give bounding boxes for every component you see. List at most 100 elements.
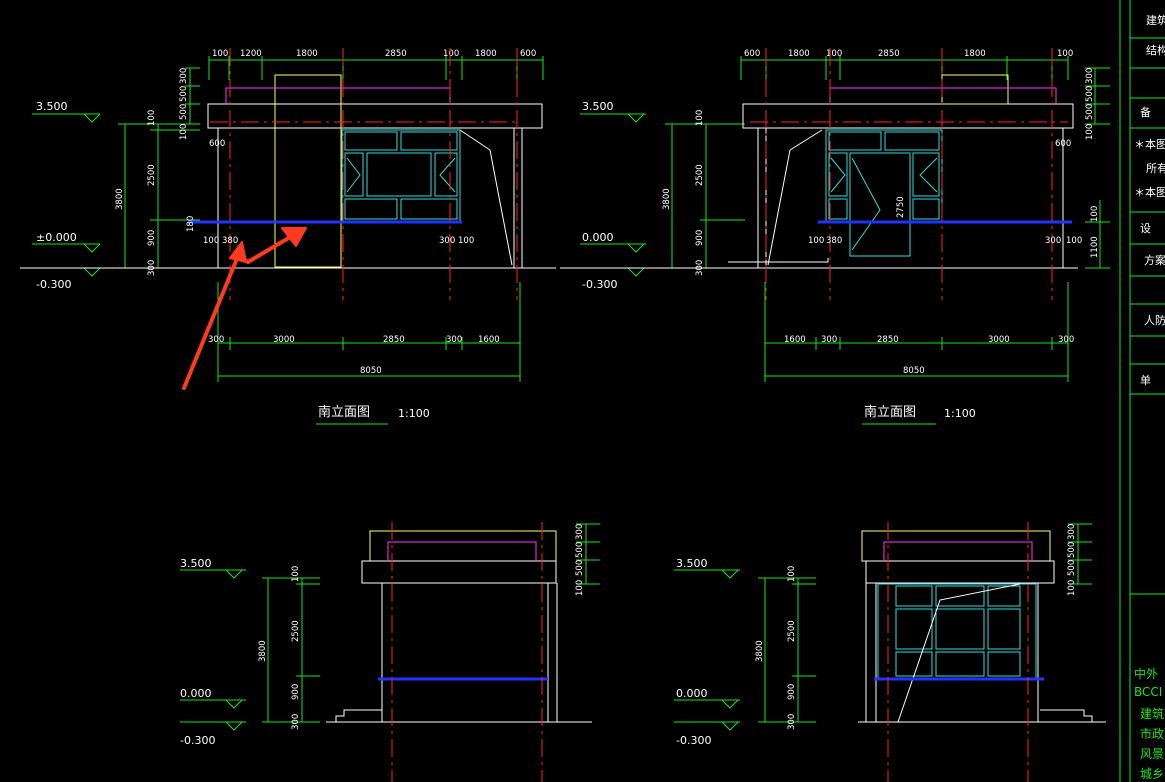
company-line: 建筑 bbox=[1140, 706, 1164, 721]
elevation-2: 600 1800 100 2850 1800 100 1600 300 2850… bbox=[560, 48, 1110, 425]
dim-note: 100 bbox=[458, 236, 474, 246]
dim-note: 380 bbox=[222, 236, 238, 246]
dim-text: 3000 bbox=[988, 335, 1010, 345]
dim-text: 100 bbox=[443, 49, 459, 59]
elevation-2-top-dims: 600 1800 100 2850 1800 100 bbox=[744, 49, 1073, 59]
dim-text: 3000 bbox=[273, 335, 295, 345]
drawing-scale: 1:100 bbox=[944, 407, 976, 420]
dim-total: 8050 bbox=[903, 366, 925, 376]
title-block-item: 备 bbox=[1140, 105, 1151, 119]
elevation-4-building bbox=[858, 522, 1106, 782]
dim-note: 100 bbox=[1066, 236, 1082, 246]
level-label: 3.500 bbox=[36, 100, 68, 113]
dim-text: 100 bbox=[1090, 206, 1100, 222]
level-label: -0.300 bbox=[36, 278, 71, 291]
dim-text: 100 bbox=[179, 124, 189, 140]
elevation-4-dimension-lines bbox=[674, 523, 1092, 731]
dim-text: 100 bbox=[695, 110, 705, 126]
elevation-1-level-marks bbox=[20, 113, 182, 277]
dim-text: 2500 bbox=[695, 164, 705, 186]
level-label: 3.500 bbox=[582, 100, 614, 113]
dim-total: 8050 bbox=[360, 366, 382, 376]
dim-text: 2850 bbox=[878, 49, 900, 59]
dim-text: 500 bbox=[575, 542, 585, 558]
dim-text: 900 bbox=[147, 230, 157, 246]
dim-text: 1800 bbox=[788, 49, 810, 59]
dim-text: 300 bbox=[1058, 335, 1074, 345]
company-line: BCCI bbox=[1134, 685, 1162, 699]
dim-text: 2750 bbox=[896, 196, 906, 218]
level-label: 3.500 bbox=[676, 557, 708, 570]
title-block-item: 方案 bbox=[1144, 253, 1165, 267]
elevation-3: 3800 100 2500 900 300 300 500 500 100 3.… bbox=[180, 522, 600, 782]
dim-note: 100 bbox=[203, 236, 219, 246]
dim-text: 1800 bbox=[475, 49, 497, 59]
dim-text: 100 bbox=[1067, 580, 1077, 596]
title-block-item: 结构 bbox=[1146, 43, 1165, 57]
level-label: -0.300 bbox=[180, 734, 215, 747]
dim-text: 100 bbox=[826, 49, 842, 59]
dim-text: 300 bbox=[208, 335, 224, 345]
dim-text: 1100 bbox=[1090, 236, 1100, 258]
elevation-2-bottom-dims: 1600 300 2850 3000 300 8050 bbox=[784, 335, 1074, 376]
level-label: 0.000 bbox=[180, 687, 212, 700]
dim-text: 2500 bbox=[787, 620, 797, 642]
dim-text: 300 bbox=[179, 68, 189, 84]
company-name: 中外 bbox=[1134, 666, 1158, 681]
level-label: -0.300 bbox=[582, 278, 617, 291]
elevation-4: 3800 100 2500 900 300 300 500 500 100 3.… bbox=[674, 522, 1106, 782]
elevation-2-dimension-lines bbox=[665, 56, 1110, 382]
dim-text: 900 bbox=[787, 684, 797, 700]
dim-text: 300 bbox=[787, 714, 797, 730]
dim-note: 300 bbox=[439, 236, 455, 246]
title-block-item: ＊本图 bbox=[1134, 185, 1165, 199]
dim-text: 300 bbox=[291, 714, 301, 730]
title-block-item: 建筑 bbox=[1146, 13, 1165, 27]
dim-note: 600 bbox=[209, 139, 225, 149]
level-label: 0.000 bbox=[676, 687, 708, 700]
dim-text: 1800 bbox=[296, 49, 318, 59]
dim-text: 100 bbox=[291, 566, 301, 582]
elevation-2-vertical-dims: 3800 100 2500 900 300 300 500 500 100 10… bbox=[662, 68, 1100, 276]
dim-text: 100 bbox=[1057, 49, 1073, 59]
dim-text: 300 bbox=[1067, 524, 1077, 540]
dim-text: 300 bbox=[446, 335, 462, 345]
dim-note: 380 bbox=[826, 236, 842, 246]
title-block-item: 人防 bbox=[1144, 313, 1165, 327]
dim-text: 500 bbox=[1085, 104, 1095, 120]
dim-text: 500 bbox=[1067, 542, 1077, 558]
dim-text: 1600 bbox=[784, 335, 806, 345]
title-block-item: 所有 bbox=[1146, 161, 1165, 175]
annotation-arrow bbox=[182, 227, 307, 390]
dim-text: 500 bbox=[1085, 86, 1095, 102]
level-label: ±0.000 bbox=[36, 231, 77, 244]
dim-text: 2500 bbox=[291, 620, 301, 642]
elevation-1: 100 1200 1800 2850 100 1800 600 300 3000… bbox=[20, 48, 556, 425]
dim-text: 2850 bbox=[877, 335, 899, 345]
dim-note: 600 bbox=[1055, 139, 1071, 149]
dim-text: 100 bbox=[787, 566, 797, 582]
title-block-item: 设 bbox=[1140, 222, 1151, 235]
elevation-2-building bbox=[728, 48, 1078, 300]
drawing-scale: 1:100 bbox=[398, 407, 430, 420]
title-block-item: 单 bbox=[1140, 374, 1151, 387]
dim-text: 100 bbox=[212, 49, 228, 59]
dim-text: 300 bbox=[1085, 68, 1095, 84]
company-line: 风景 bbox=[1140, 747, 1164, 761]
dim-text: 600 bbox=[744, 49, 760, 59]
dim-note: 100 bbox=[808, 236, 824, 246]
dim-text: 2500 bbox=[147, 164, 157, 186]
dim-text: 2850 bbox=[383, 335, 405, 345]
dim-note: 300 bbox=[1045, 236, 1061, 246]
dim-text: 500 bbox=[179, 86, 189, 102]
dim-text: 1800 bbox=[964, 49, 986, 59]
level-label: 0.000 bbox=[582, 231, 614, 244]
dim-text: 900 bbox=[291, 684, 301, 700]
elevation-2-level-marks bbox=[560, 113, 730, 277]
elevation-1-bottom-dims: 300 3000 2850 300 1600 8050 bbox=[208, 335, 500, 376]
dim-text: 3800 bbox=[258, 640, 268, 662]
dim-text: 1600 bbox=[478, 335, 500, 345]
dim-text: 600 bbox=[520, 49, 536, 59]
elevation-3-building bbox=[326, 522, 592, 782]
